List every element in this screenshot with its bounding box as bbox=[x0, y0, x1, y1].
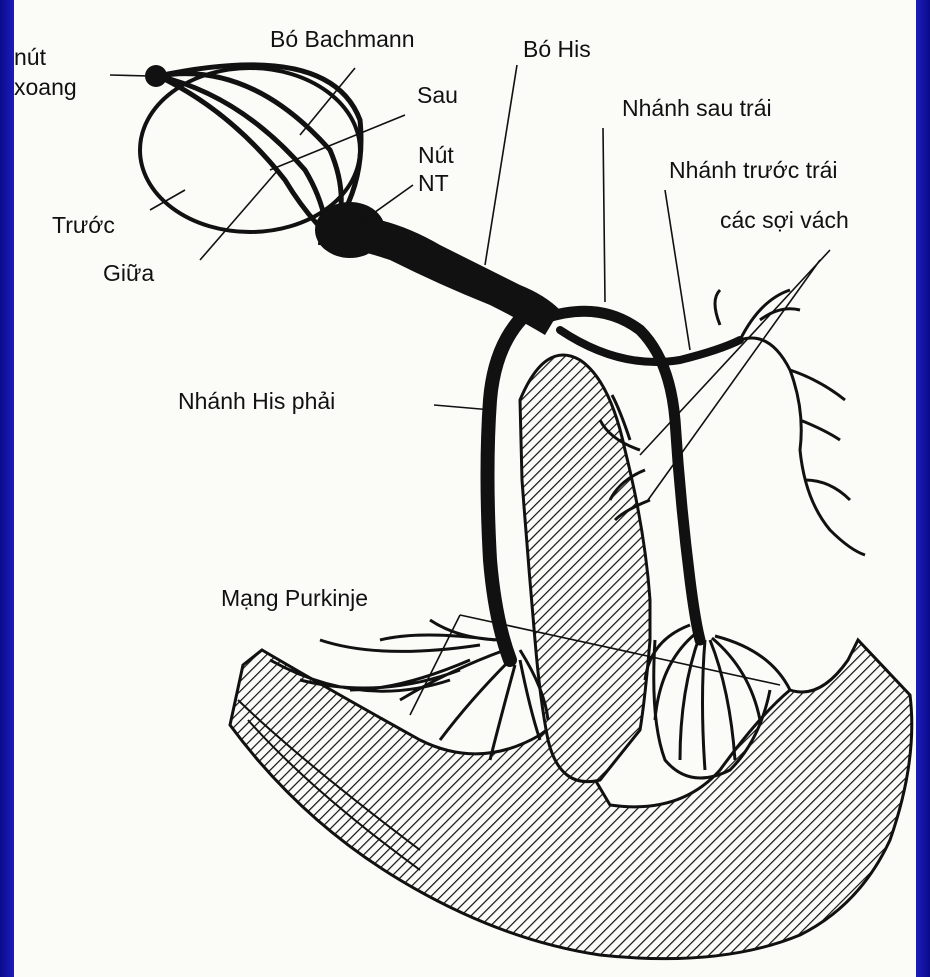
leader-purkinje-1 bbox=[410, 615, 460, 715]
label-posterior: Sau bbox=[417, 82, 458, 109]
label-right-bundle: Nhánh His phải bbox=[178, 388, 335, 415]
label-middle: Giữa bbox=[103, 260, 154, 287]
leader-bachmann bbox=[300, 68, 355, 135]
label-left-posterior: Nhánh sau trái bbox=[622, 95, 772, 122]
leader-sau bbox=[270, 115, 405, 170]
leader-his bbox=[485, 65, 517, 265]
anterior-arborization bbox=[715, 290, 865, 555]
label-septal: các sợi vách bbox=[720, 207, 849, 234]
label-av-node-1: Nút bbox=[418, 142, 454, 169]
leader-left-posterior bbox=[603, 128, 605, 302]
leader-giua bbox=[200, 170, 278, 260]
label-sinus-node-2: xoang bbox=[14, 74, 77, 101]
label-bachmann: Bó Bachmann bbox=[270, 26, 414, 53]
label-his-bundle: Bó His bbox=[523, 36, 591, 63]
leader-sinus bbox=[110, 75, 150, 76]
label-purkinje: Mạng Purkinje bbox=[221, 585, 368, 612]
label-left-anterior: Nhánh trước trái bbox=[669, 157, 838, 184]
label-av-node-2: NT bbox=[418, 170, 449, 197]
leader-left-anterior bbox=[665, 190, 690, 350]
label-sinus-node-1: nút bbox=[14, 44, 46, 71]
septum bbox=[520, 355, 650, 782]
label-anterior: Trước bbox=[52, 212, 115, 239]
